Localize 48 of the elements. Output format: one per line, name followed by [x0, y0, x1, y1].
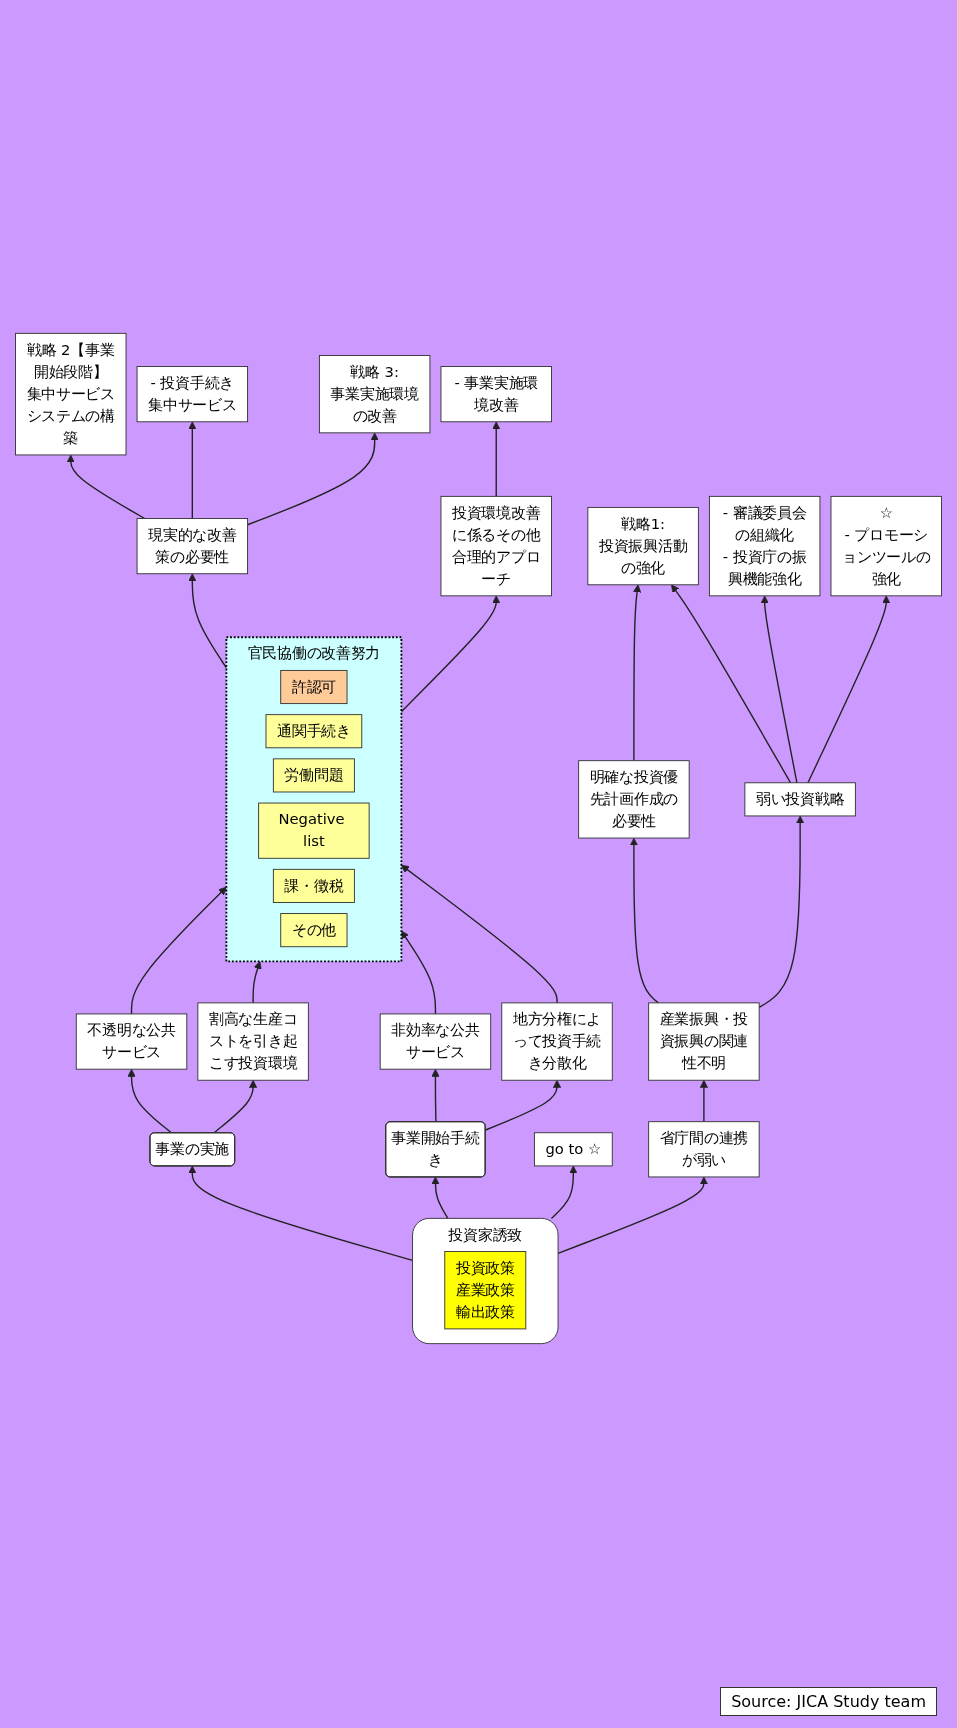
node-box: 投資政策 産業政策 輸出政策 — [444, 1250, 527, 1329]
arrow — [188, 420, 197, 519]
arrow — [633, 583, 642, 761]
node-box: - 審議委員会の組織化 - 投資庁の振興機能強化 — [708, 495, 821, 596]
node-box: 地方分権によって投資手続き分散化 — [501, 1001, 613, 1081]
arrow — [246, 431, 379, 525]
arrow — [431, 1176, 449, 1219]
arrow — [492, 420, 501, 497]
node-box: 不透明な公共サービス — [75, 1013, 188, 1070]
arrow — [760, 594, 798, 783]
arrow — [550, 1165, 578, 1219]
arrow — [401, 930, 437, 1015]
node-box: 弱い投資戦略 — [744, 781, 856, 816]
node-box: 非効率な公共サービス — [379, 1013, 492, 1070]
node-box: 現実的な改善策の必要性 — [136, 517, 249, 574]
node-box: - 事業実施環境改善 — [440, 365, 552, 422]
node-box: 割高な生産コストを引き起こす投資環境 — [197, 1001, 309, 1081]
arrow — [188, 1165, 414, 1261]
node-box: 許認可 — [280, 669, 348, 704]
node-box: 戦略 2【事業開始段階】 集中サービスシステムの構築 — [15, 332, 127, 455]
node-box: 投資環境改善に係るその他合理的アプローチ — [440, 495, 552, 596]
arrow — [401, 864, 558, 1004]
node-box: 戦略 3: 事業実施環境の改善 — [318, 354, 431, 433]
node-box: 産業振興・投資振興の関連性不明 — [648, 1001, 760, 1081]
arrow — [484, 1079, 562, 1131]
node-box: 課・徴税 — [272, 868, 355, 903]
node-box: 戦略1: 投資振興活動の強化 — [587, 506, 699, 585]
node-box: - 投資手続き集中サービス — [136, 365, 249, 422]
node-box: その他 — [280, 912, 348, 947]
arrow — [557, 1176, 708, 1254]
node-box: Negative list — [258, 802, 370, 859]
arrow — [431, 1068, 440, 1123]
arrow — [699, 1079, 708, 1122]
arrow — [758, 815, 805, 1008]
arrow — [212, 1079, 258, 1134]
source-note: Source: JICA Study team — [720, 1687, 937, 1716]
arrow — [807, 594, 891, 783]
node-box: 労働問題 — [272, 757, 355, 792]
node-box: ☆ - プロモーションツールの強化 — [830, 495, 942, 596]
arrow — [671, 583, 792, 783]
node-box: 省庁間の連携が弱い — [648, 1120, 760, 1177]
node-box: 通関手続き — [265, 713, 363, 748]
arrow — [252, 960, 262, 1004]
arrow — [127, 1068, 173, 1134]
node-box: 明確な投資優先計画作成の必要性 — [578, 759, 690, 838]
node-box: go to ☆ — [533, 1131, 613, 1166]
arrow — [130, 886, 227, 1015]
arrow — [629, 837, 659, 1004]
